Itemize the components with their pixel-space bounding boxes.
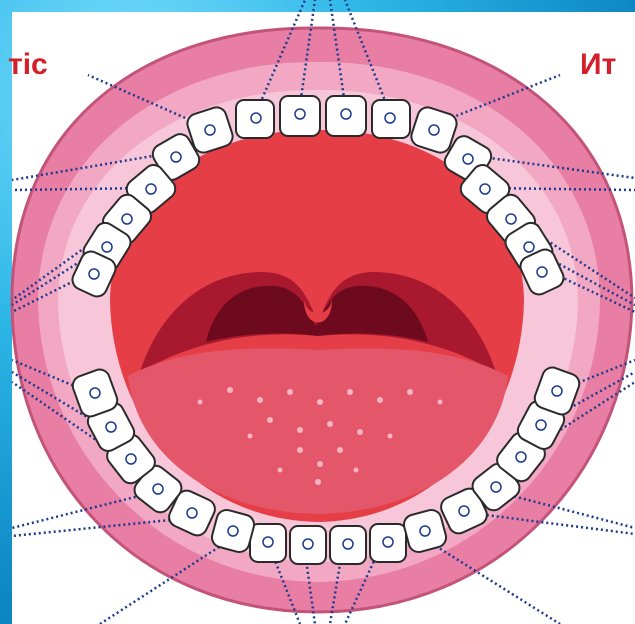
- label-top-left: тіс: [8, 50, 48, 80]
- label-top-right: Ит: [580, 50, 616, 80]
